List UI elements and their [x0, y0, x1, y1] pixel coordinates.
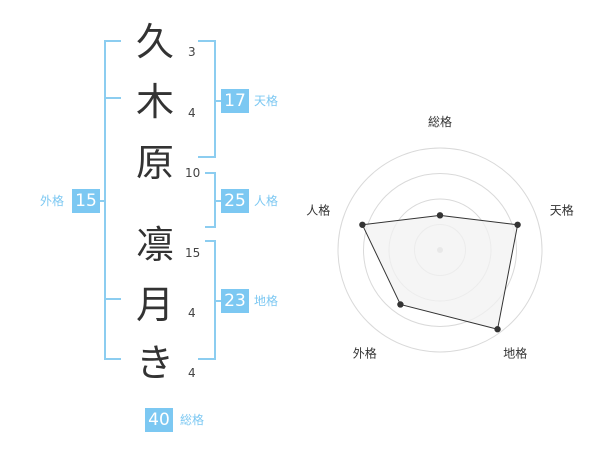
jinkaku-value-badge: 25	[221, 189, 249, 213]
stroke-count-3: 10	[185, 166, 201, 180]
radar-axis-label-5: 人格	[306, 202, 330, 217]
radar-axis-label-2: 天格	[550, 202, 574, 217]
radar-polygon	[361, 214, 519, 330]
radar-point-4	[397, 301, 404, 308]
radar-axis-label-4: 外格	[353, 346, 377, 361]
tenkaku-label: 天格	[254, 94, 279, 108]
radar-point-3	[494, 326, 501, 333]
stroke-count-4: 15	[185, 246, 201, 260]
soukaku-value-badge: 40	[145, 408, 173, 432]
radar-axis-label-3: 地格	[503, 346, 527, 361]
radar-point-2	[514, 221, 521, 228]
gaikaku-label: 外格	[40, 194, 65, 208]
radar-ring-3	[363, 173, 517, 327]
name-char-2: 木	[135, 80, 174, 124]
name-char-1: 久	[135, 20, 174, 64]
chikaku-label: 地格	[254, 294, 279, 308]
jinkaku-label: 人格	[254, 194, 279, 208]
chikaku-value-badge: 23	[221, 289, 249, 313]
stroke-count-2: 4	[188, 106, 196, 120]
radar-ring-4	[337, 147, 543, 353]
name-char-5: 月	[135, 283, 174, 327]
name-char-6: き	[135, 341, 174, 385]
name-char-3: 原	[135, 141, 174, 185]
radar-axis-label-1: 総格	[428, 114, 452, 129]
radar-point-5	[359, 221, 366, 228]
stroke-count-1: 3	[188, 45, 196, 59]
soukaku-label: 総格	[180, 413, 205, 427]
radar-point-1	[436, 212, 444, 219]
tenkaku-value-badge: 17	[221, 89, 249, 113]
name-char-4: 凛	[135, 223, 174, 267]
stroke-count-6: 4	[188, 366, 196, 380]
gaikaku-value-badge: 15	[72, 189, 100, 213]
stroke-count-5: 4	[188, 306, 196, 320]
